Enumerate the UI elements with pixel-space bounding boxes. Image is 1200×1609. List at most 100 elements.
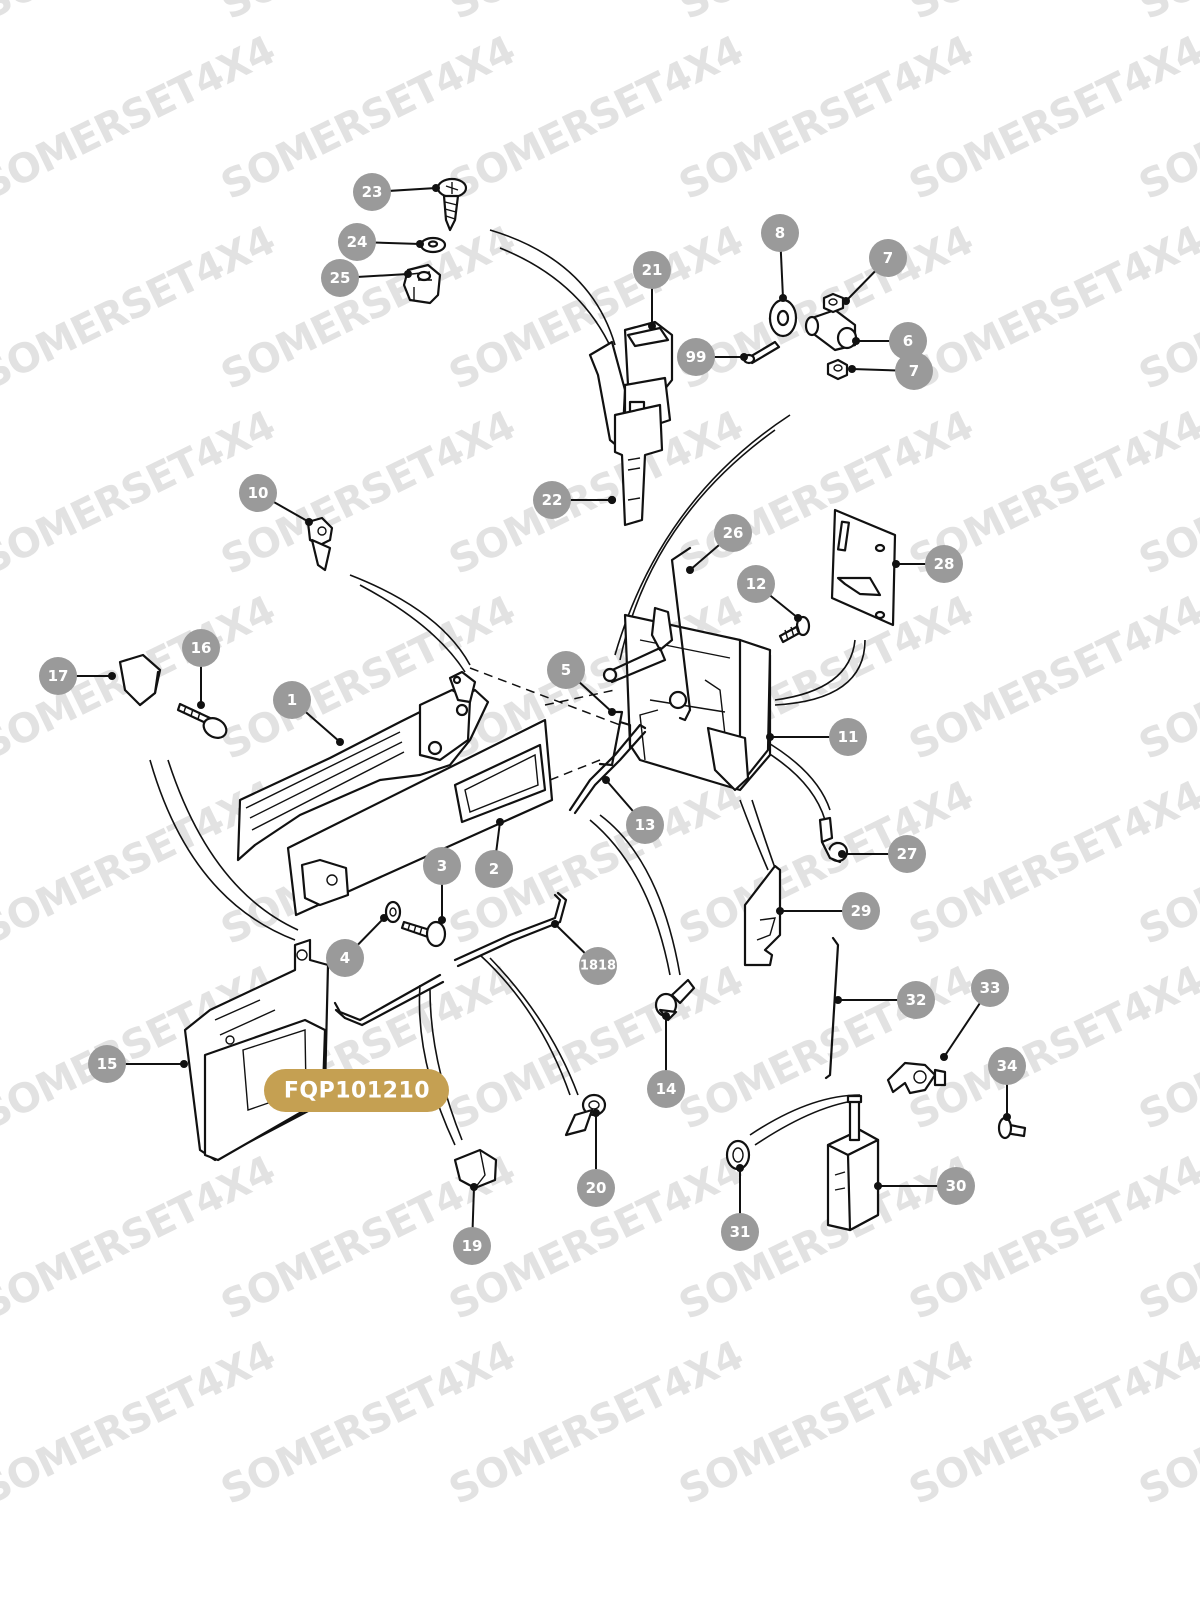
callout-number: 99 bbox=[686, 348, 707, 366]
callout-badge bbox=[737, 565, 775, 603]
callout-23[interactable]: 23 bbox=[353, 173, 440, 211]
alignment-lines bbox=[469, 667, 621, 781]
callout-number: 19 bbox=[462, 1237, 483, 1255]
callout-5[interactable]: 5 bbox=[547, 651, 616, 716]
callout-badge bbox=[988, 1047, 1026, 1085]
callout-badge bbox=[889, 322, 927, 360]
callout-badge bbox=[453, 1227, 491, 1265]
callout-16[interactable]: 16 bbox=[182, 629, 220, 709]
part-33-clip bbox=[886, 1061, 947, 1095]
callout-7[interactable]: 7 bbox=[842, 239, 907, 305]
callout-8[interactable]: 8 bbox=[761, 214, 799, 302]
callout-badge bbox=[677, 338, 715, 376]
callout-24[interactable]: 24 bbox=[338, 223, 424, 261]
callout-12[interactable]: 12 bbox=[737, 565, 802, 622]
callout-anchor-dot bbox=[108, 672, 116, 680]
callout-15[interactable]: 15 bbox=[88, 1045, 188, 1083]
callout-30[interactable]: 30 bbox=[874, 1167, 975, 1205]
callout-33[interactable]: 33 bbox=[940, 969, 1009, 1061]
callout-number: 7 bbox=[883, 249, 893, 267]
callout-badge bbox=[626, 806, 664, 844]
callout-anchor-dot bbox=[380, 914, 388, 922]
callout-number: 7 bbox=[909, 362, 919, 380]
callout-27[interactable]: 27 bbox=[838, 835, 926, 873]
part-10-clip bbox=[306, 516, 334, 572]
callout-anchor-dot bbox=[608, 708, 616, 716]
callout-2[interactable]: 2 bbox=[475, 818, 513, 888]
guide-curves bbox=[149, 229, 866, 1146]
callout-20[interactable]: 20 bbox=[577, 1109, 615, 1207]
part-21-22-remote-control bbox=[588, 320, 674, 527]
callout-badge bbox=[273, 681, 311, 719]
watermark-layer: SOMERSET4X4SOMERSET4X4SOMERSET4X4SOMERSE… bbox=[0, 0, 1200, 1514]
callout-anchor-dot bbox=[592, 1109, 600, 1117]
callout-number: 4 bbox=[340, 949, 350, 967]
callout-13[interactable]: 13 bbox=[602, 776, 664, 844]
part-24-washer bbox=[419, 236, 447, 254]
callout-anchor-dot bbox=[848, 365, 856, 373]
callout-21[interactable]: 21 bbox=[633, 251, 671, 330]
callout-34[interactable]: 34 bbox=[988, 1047, 1026, 1121]
callout-number: 29 bbox=[851, 902, 872, 920]
callout-31[interactable]: 31 bbox=[721, 1164, 759, 1251]
interior-rod bbox=[333, 973, 445, 1027]
callout-3[interactable]: 3 bbox=[423, 847, 461, 924]
callout-anchor-dot bbox=[874, 1182, 882, 1190]
callout-badge bbox=[897, 981, 935, 1019]
callout-badge bbox=[937, 1167, 975, 1205]
part-23-screw bbox=[436, 177, 468, 232]
callout-anchor-dot bbox=[404, 270, 412, 278]
callout-badge bbox=[829, 718, 867, 756]
callout-anchor-dot bbox=[940, 1053, 948, 1061]
callout-1818[interactable]: 1818 bbox=[551, 920, 617, 985]
callout-anchor-dot bbox=[180, 1060, 188, 1068]
callout-anchor-dot bbox=[766, 733, 774, 741]
callout-6[interactable]: 6 bbox=[852, 322, 927, 360]
callout-number: 15 bbox=[97, 1055, 118, 1073]
callout-32[interactable]: 32 bbox=[834, 981, 935, 1019]
callout-badge bbox=[842, 892, 880, 930]
callout-badge bbox=[475, 850, 513, 888]
callout-badge bbox=[869, 239, 907, 277]
callout-19[interactable]: 19 bbox=[453, 1183, 491, 1265]
callout-number: 11 bbox=[838, 728, 859, 746]
callout-number: 30 bbox=[946, 1177, 967, 1195]
callout-badge bbox=[895, 352, 933, 390]
callout-99[interactable]: 99 bbox=[677, 338, 748, 376]
callout-anchor-dot bbox=[852, 337, 860, 345]
part-12-screw bbox=[778, 615, 811, 644]
callout-4[interactable]: 4 bbox=[326, 914, 388, 977]
callout-7[interactable]: 7 bbox=[848, 352, 933, 390]
callout-anchor-dot bbox=[892, 560, 900, 568]
callout-26[interactable]: 26 bbox=[686, 514, 752, 574]
callout-badge bbox=[714, 514, 752, 552]
callout-10[interactable]: 10 bbox=[239, 474, 313, 526]
callout-number: 28 bbox=[934, 555, 955, 573]
callout-anchor-dot bbox=[779, 294, 787, 302]
callout-11[interactable]: 11 bbox=[766, 718, 867, 756]
callout-badge bbox=[182, 629, 220, 667]
callout-28[interactable]: 28 bbox=[892, 545, 963, 583]
callout-1[interactable]: 1 bbox=[273, 681, 344, 746]
callout-22[interactable]: 22 bbox=[533, 481, 616, 519]
callout-badge bbox=[577, 1169, 615, 1207]
part-8-washer bbox=[768, 298, 798, 338]
callout-badge bbox=[547, 651, 585, 689]
callout-25[interactable]: 25 bbox=[321, 259, 412, 297]
callout-anchor-dot bbox=[336, 738, 344, 746]
part-32-rod bbox=[824, 936, 840, 1080]
callout-badge bbox=[647, 1070, 685, 1108]
callout-number: 8 bbox=[775, 224, 785, 242]
callout-anchor-dot bbox=[416, 240, 424, 248]
callout-29[interactable]: 29 bbox=[776, 892, 880, 930]
callout-17[interactable]: 17 bbox=[39, 657, 116, 695]
callout-anchor-dot bbox=[648, 322, 656, 330]
part-11-lock-body bbox=[623, 606, 772, 792]
callout-anchor-dot bbox=[740, 353, 748, 361]
part-20-clip bbox=[564, 1093, 607, 1137]
callout-number: 21 bbox=[642, 261, 663, 279]
callout-badge bbox=[721, 1213, 759, 1251]
callout-anchor-dot bbox=[305, 518, 313, 526]
reference-code: FQP101210 bbox=[284, 1079, 430, 1104]
callout-14[interactable]: 14 bbox=[647, 1012, 685, 1108]
